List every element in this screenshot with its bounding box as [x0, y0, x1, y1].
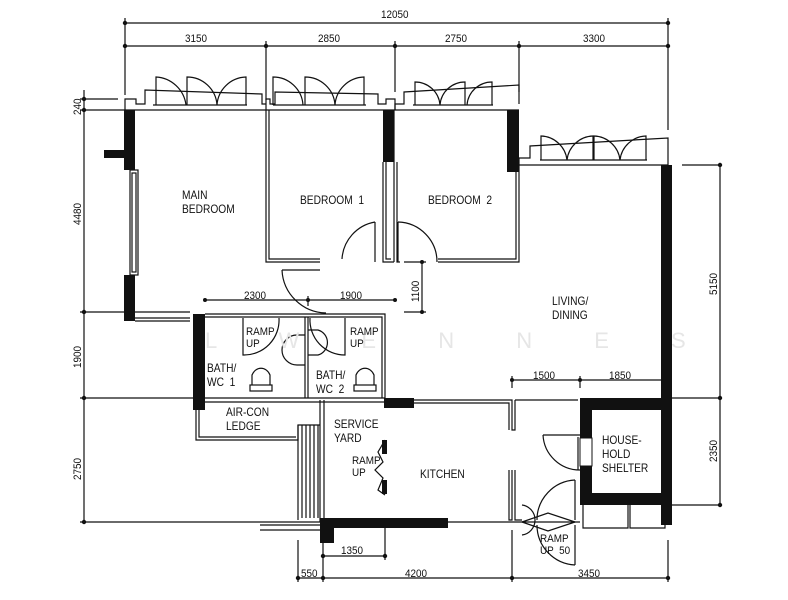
dim-right-1: 5150 [708, 272, 720, 295]
dim-bottom-1: 550 [301, 568, 318, 580]
room-label-aircon-ledge: AIR-CON LEDGE [226, 405, 270, 433]
dim-left-4: 2750 [72, 457, 84, 480]
window-main-bedroom [129, 169, 139, 276]
ramp-up-label-wc2: RAMP UP [350, 326, 379, 350]
room-label-kitchen: KITCHEN [420, 467, 465, 481]
dim-yard-1350: 1350 [341, 545, 364, 557]
dim-left-2: 4480 [72, 202, 84, 225]
door-bedroom-1 [341, 221, 376, 262]
bay-window-living [518, 135, 669, 166]
dim-bottom-2: 4200 [405, 568, 428, 580]
door-bedroom-2 [397, 221, 438, 263]
dim-bath-1900: 1900 [340, 290, 363, 302]
door-bath-1 [242, 317, 280, 356]
dim-top-2: 2850 [318, 33, 341, 45]
room-label-main-bedroom: MAIN BEDROOM [182, 188, 235, 216]
dim-top-overall: 12050 [381, 9, 409, 21]
watermark: L W E N N E S [205, 328, 714, 353]
structural-walls [104, 110, 672, 543]
ramp-up-label-wc1: RAMP UP [246, 326, 275, 350]
dim-left-1: 240 [72, 98, 84, 115]
dim-top-1: 3150 [185, 33, 208, 45]
left-dimension-lines [80, 90, 320, 523]
aircon-ledge-grille [297, 425, 319, 520]
top-dimension-lines [124, 18, 669, 130]
toilet-bath-1 [249, 334, 305, 392]
dim-bottom-3: 3450 [578, 568, 601, 580]
room-label-bath-wc-2: BATH/ WC 2 [316, 368, 346, 396]
dim-corridor-1100: 1100 [410, 280, 422, 302]
room-label-bedroom-1: BEDROOM 1 [300, 193, 365, 207]
ramp-up-label-entrance: RAMP UP 50 [540, 533, 571, 557]
ramp-up-label-yard: RAMP UP [352, 455, 381, 479]
dim-left-3: 1900 [72, 345, 84, 368]
interior-dimension-lines [205, 261, 665, 388]
room-label-household-shelter: HOUSE- HOLD SHELTER [602, 433, 649, 475]
bay-window-main-bedroom [124, 76, 266, 111]
dim-living-1850: 1850 [609, 370, 632, 382]
room-label-service-yard: SERVICE YARD [334, 417, 379, 445]
room-label-bedroom-2: BEDROOM 2 [428, 193, 493, 207]
door-main-bedroom [281, 269, 327, 314]
interior-walls [135, 110, 666, 531]
dim-top-3: 2750 [445, 33, 468, 45]
bay-window-bedroom-1 [265, 76, 396, 111]
dim-right-2: 2350 [708, 439, 720, 462]
room-label-bath-wc-1: BATH/ WC 1 [207, 361, 237, 389]
right-dimension-lines [672, 164, 722, 506]
door-shelter [542, 434, 581, 471]
bottom-dimension-lines [297, 520, 669, 582]
dim-bath-2300: 2300 [244, 290, 267, 302]
room-label-living-dining: LIVING/ DINING [552, 294, 589, 322]
door-bath-2 [309, 317, 346, 356]
dim-top-4: 3300 [583, 33, 606, 45]
door-main-entrance [521, 479, 576, 566]
door-kitchen-folding [374, 439, 386, 496]
bay-window-bedroom-2 [394, 81, 520, 111]
dim-living-1500: 1500 [533, 370, 556, 382]
toilet-bath-2 [308, 329, 377, 392]
